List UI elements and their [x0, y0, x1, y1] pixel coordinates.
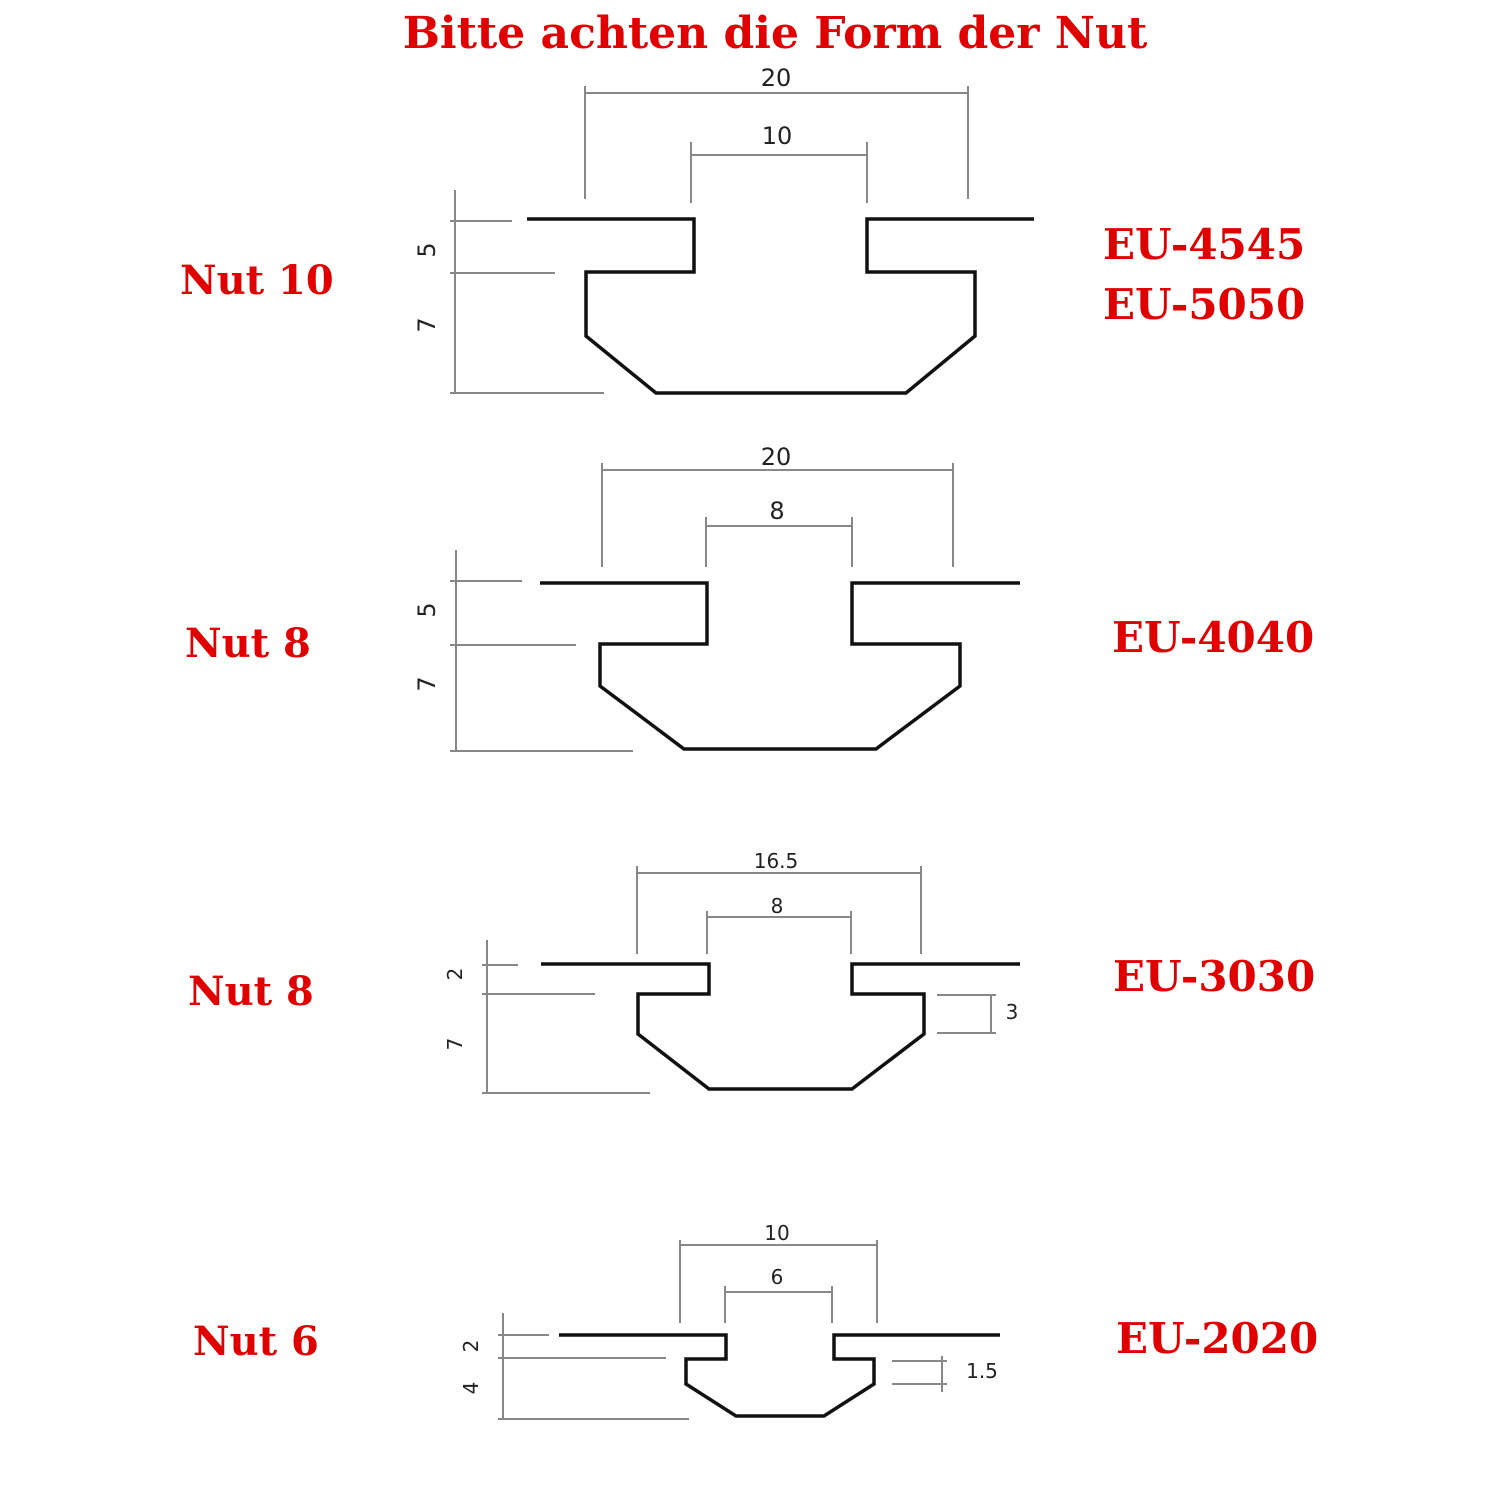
dim-body-depth: 7: [413, 676, 441, 691]
dim-slot-width: 8: [771, 894, 784, 918]
dim-side-depth: 3: [1006, 1000, 1019, 1024]
slot-outline: [540, 581, 1020, 751]
nut-label-1: Nut 10: [180, 257, 334, 304]
dim-body-depth: 7: [413, 317, 441, 332]
slot-outline: [541, 962, 1020, 1091]
slot-drawing-nut8-b: 16.5 8 2 7 3: [443, 849, 1020, 1094]
profile-label-1a: EU-4545: [1103, 220, 1306, 269]
slot-outline: [559, 1333, 1000, 1418]
dim-outer-width: 20: [761, 64, 792, 92]
profile-label-1b: EU-5050: [1103, 280, 1306, 329]
dim-slot-width: 10: [762, 122, 793, 150]
dim-slot-width: 6: [771, 1265, 784, 1289]
dim-body-depth: 4: [459, 1382, 483, 1395]
dim-body-depth: 7: [443, 1038, 467, 1051]
slot-drawing-nut8-a: 20 8 5 7: [413, 443, 1020, 752]
slot-outline: [527, 217, 1034, 395]
dim-outer-width: 10: [764, 1221, 789, 1245]
nut-label-3: Nut 8: [188, 968, 314, 1015]
dim-lip-depth: 5: [413, 242, 441, 257]
profile-label-3: EU-3030: [1113, 952, 1316, 1001]
dim-lip-depth: 2: [459, 1340, 483, 1353]
dim-outer-width: 16.5: [754, 849, 799, 873]
page-title: Bitte achten die Form der Nut: [402, 8, 1148, 59]
slot-drawing-nut6: 10 6 2 4 1.5: [459, 1221, 1000, 1420]
dim-lip-depth: 2: [443, 968, 467, 981]
dim-outer-width: 20: [761, 443, 792, 471]
slot-drawing-nut10: 20 10 5 7: [413, 64, 1034, 395]
dim-lip-depth: 5: [413, 602, 441, 617]
profile-label-2: EU-4040: [1112, 613, 1315, 662]
nut-label-4: Nut 6: [193, 1318, 319, 1365]
dim-side-depth: 1.5: [966, 1359, 998, 1383]
nut-label-2: Nut 8: [185, 620, 311, 667]
profile-label-4: EU-2020: [1116, 1314, 1319, 1363]
dim-slot-width: 8: [769, 497, 784, 525]
